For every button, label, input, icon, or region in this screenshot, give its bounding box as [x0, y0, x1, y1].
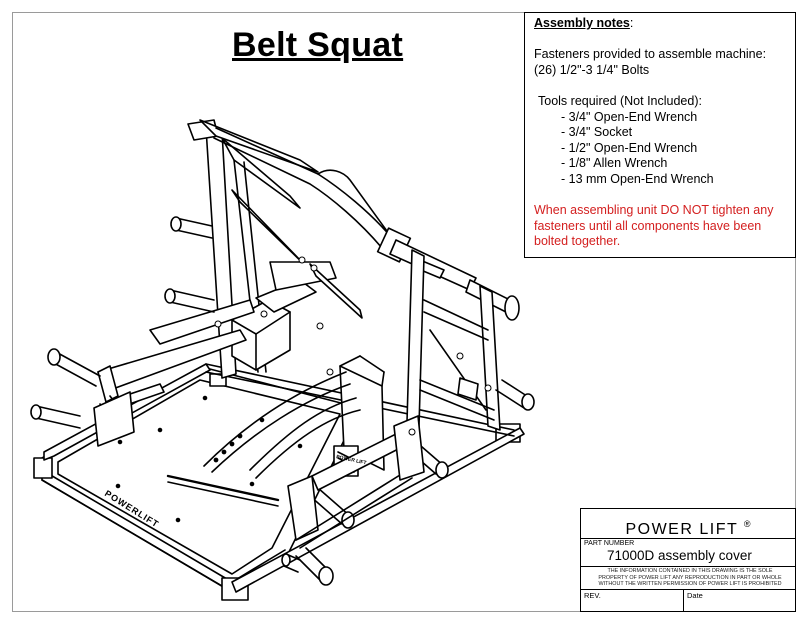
part-number-label: PART NUMBER [584, 540, 635, 547]
legal-line: WITHOUT THE WRITTEN PERMISSION OF POWER … [598, 581, 782, 588]
divider [581, 566, 795, 567]
fasteners-intro: Fasteners provided to assemble machine: [534, 47, 767, 62]
tool-item: - 3/4" Open-End Wrench [561, 109, 698, 124]
assembly-notes-box: Assembly notes: Fasteners provided to as… [524, 12, 796, 258]
part-number: 71000D assembly cover [607, 548, 752, 563]
page-title: Belt Squat [232, 26, 404, 64]
detail-bolts [214, 256, 492, 436]
assembly-notes-heading: Assembly notes [534, 16, 630, 30]
sheet-border [12, 12, 796, 612]
tool-item: - 13 mm Open-End Wrench [561, 171, 714, 186]
left-arm [93, 299, 255, 447]
title-block: POWER LIFT ® PART NUMBER 71000D assembly… [580, 508, 796, 612]
tool-item: - 1/8" Allen Wrench [561, 156, 668, 171]
handle-arm [213, 127, 520, 321]
fasteners-item: (26) 1/2"-3 1/4" Bolts [534, 62, 650, 77]
assembly-warning: When assembling unit DO NOT tighten any … [534, 203, 774, 249]
registered-mark: ® [743, 519, 751, 529]
divider [683, 589, 684, 612]
tools-heading: Tools required (Not Included): [538, 93, 702, 108]
date-label: Date [687, 591, 703, 600]
legal-notice: THE INFORMATION CONTAINED IN THIS DRAWIN… [587, 568, 793, 588]
right-upright [405, 249, 501, 461]
divider [581, 589, 795, 590]
assembly-notes-heading-colon: : [629, 16, 634, 30]
weight-horns [30, 216, 535, 586]
company-name: POWER LIFT ® [581, 509, 795, 539]
legal-line: THE INFORMATION CONTAINED IN THIS DRAWIN… [607, 568, 773, 574]
center-column [166, 261, 385, 507]
company-name-text: POWER LIFT [625, 521, 738, 538]
legal-line: PROPERTY OF POWER LIFT ANY REPRODUCTION … [598, 574, 782, 581]
tool-item: - 1/2" Open-End Wrench [561, 140, 698, 155]
front-frame [287, 415, 425, 549]
tool-item: - 3/4" Socket [561, 125, 633, 140]
rev-label: REV. [584, 591, 601, 600]
